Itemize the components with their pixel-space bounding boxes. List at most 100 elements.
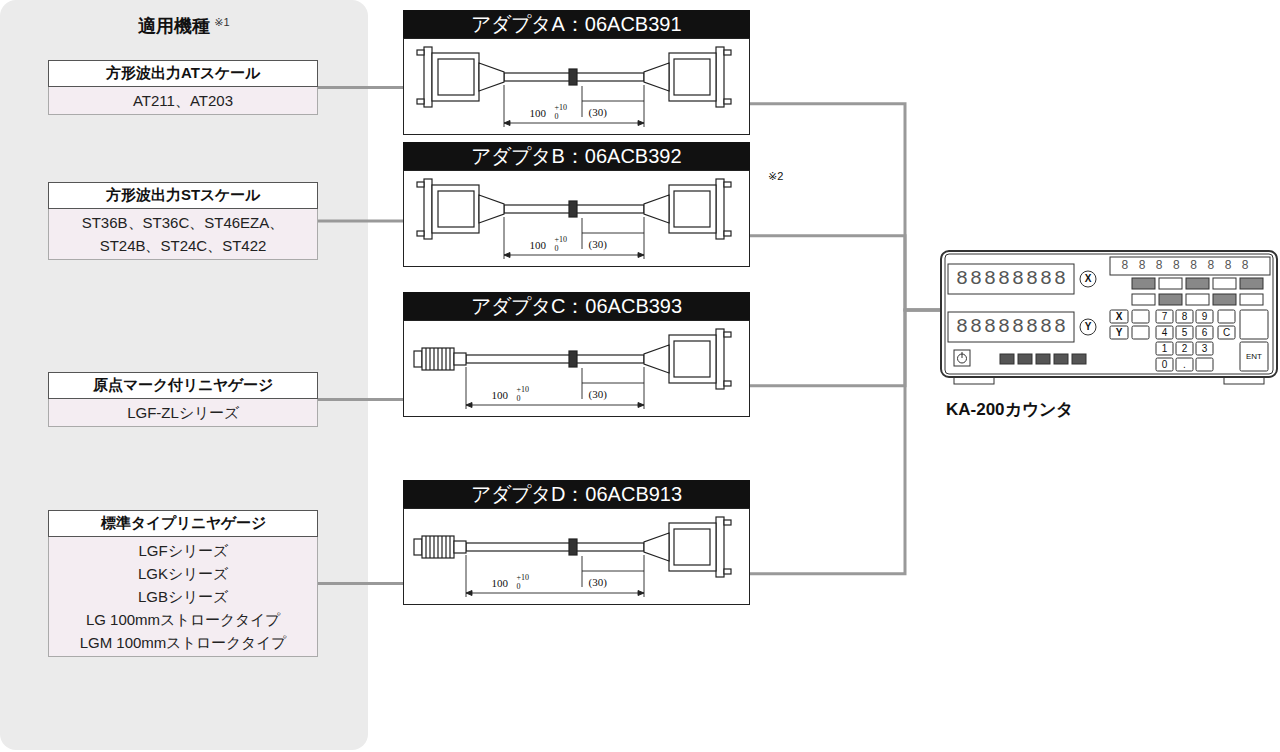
- jack-screw: [417, 182, 424, 187]
- knurl-line: [437, 348, 438, 370]
- connector-line: [318, 398, 403, 401]
- bracket-line: [582, 383, 644, 384]
- mode-button: [1018, 354, 1032, 364]
- cable: [466, 543, 644, 551]
- model-name: ST36B、ST36C、ST46EZA、 ST24B、ST24C、ST422: [55, 211, 311, 257]
- model-heading: 標準タイプリニヤゲージ: [48, 510, 318, 537]
- counter-marking: 88888888: [952, 314, 1072, 340]
- connector-housing: [669, 53, 716, 101]
- counter-marking: 6: [1196, 326, 1213, 339]
- counter-marking: Y: [1080, 319, 1096, 335]
- adapter-heading: アダプタA：06ACB391: [403, 10, 750, 38]
- key: [1132, 310, 1149, 323]
- key: [1176, 342, 1193, 355]
- jack-screw: [724, 231, 731, 236]
- jack-screw: [724, 381, 731, 386]
- function-key: [1159, 278, 1182, 289]
- counter-marking: 88888888: [1112, 258, 1268, 274]
- key: [1176, 326, 1193, 339]
- adapter-node: アダプタD：06ACB913: [403, 480, 750, 605]
- connector-boot: [479, 63, 504, 91]
- note-mark: ※1: [214, 16, 229, 28]
- extension-line: [466, 367, 467, 409]
- knurl-line: [433, 536, 434, 558]
- dimension-arrow: [466, 403, 644, 408]
- dimension-line: [504, 255, 644, 256]
- key: [1196, 342, 1213, 355]
- bracket-line: [582, 368, 583, 399]
- bracket-line: [582, 101, 644, 102]
- dimension-arrow: [504, 253, 644, 258]
- extension-line: [466, 555, 467, 597]
- cable: [466, 355, 644, 363]
- jack-screw: [417, 99, 424, 104]
- plug-body: [422, 536, 454, 558]
- model-node: 方形波出力ATスケールAT211、AT203: [48, 60, 318, 115]
- key: [1176, 310, 1193, 323]
- connector-boot: [479, 195, 504, 223]
- adapter-node: アダプタC：06ACB393: [403, 292, 750, 417]
- connector-line: [750, 310, 940, 574]
- dimension-text: (30): [589, 106, 607, 119]
- key: [1156, 342, 1173, 355]
- key: [1156, 310, 1173, 323]
- connector-flange: [424, 179, 432, 239]
- extension-line: [644, 85, 645, 127]
- connector-shell: [674, 529, 710, 565]
- counter-marking: 3: [1196, 342, 1213, 355]
- model-list: LGFシリーズLGKシリーズLGBシリーズLG 100mmストロークタイプLGM…: [48, 537, 318, 657]
- bracket-line: [582, 556, 583, 587]
- function-key: [1132, 294, 1155, 305]
- counter-marking: 2: [1176, 342, 1193, 355]
- knurl-line: [445, 348, 446, 370]
- dimension-text: 0: [555, 112, 559, 122]
- dimension-text: (30): [589, 388, 607, 401]
- connector-flange: [716, 47, 724, 107]
- mode-button: [1072, 354, 1086, 364]
- cable-tag: [569, 351, 577, 367]
- cable-tag: [569, 539, 577, 555]
- dimension-text: +10: [517, 573, 530, 583]
- adapter-drawing-box: [403, 508, 750, 605]
- adapter-node: アダプタB：06ACB392: [403, 142, 750, 267]
- function-key: [1213, 278, 1236, 289]
- connector-flange: [424, 47, 432, 107]
- axis-mark: [1080, 319, 1096, 335]
- model-name: AT211、AT203: [55, 89, 311, 112]
- model-name: LGKシリーズ: [55, 562, 311, 585]
- dimension-text: 100: [530, 239, 547, 252]
- model-name: LGF-ZLシリーズ: [55, 401, 311, 424]
- extension-line: [644, 555, 645, 597]
- plug-neck: [454, 541, 466, 553]
- connector-line: [750, 236, 940, 310]
- model-list: LGF-ZLシリーズ: [48, 399, 318, 427]
- counter-marking: 9: [1196, 310, 1213, 323]
- function-key: [1240, 278, 1263, 289]
- extension-line: [644, 217, 645, 259]
- dimension-text: +10: [555, 103, 568, 113]
- dimension-text: 100: [530, 107, 547, 120]
- function-key: [1240, 294, 1263, 305]
- connector-shell: [674, 59, 710, 95]
- model-list: AT211、AT203: [48, 87, 318, 115]
- counter-marking: 5: [1176, 326, 1193, 339]
- connector-line: [750, 104, 940, 310]
- connector-boot: [644, 533, 669, 561]
- function-key: [1132, 278, 1155, 289]
- dimension-text: 100: [492, 577, 509, 590]
- model-name: LGBシリーズ: [55, 585, 311, 608]
- connector-shell: [438, 191, 474, 227]
- key: [1156, 358, 1173, 371]
- note-mark: ※2: [768, 170, 783, 183]
- extension-line: [644, 367, 645, 409]
- counter-marking: 8: [1176, 310, 1193, 323]
- counter-marking: Y: [1110, 326, 1128, 339]
- connector-flange: [716, 517, 724, 577]
- panel-title: 適用機種: [138, 16, 210, 36]
- front-panel: [945, 254, 1273, 374]
- knurl-line: [445, 536, 446, 558]
- key: [1110, 310, 1128, 323]
- key: [1196, 310, 1213, 323]
- dimension-text: (30): [589, 576, 607, 589]
- knurl-line: [429, 536, 430, 558]
